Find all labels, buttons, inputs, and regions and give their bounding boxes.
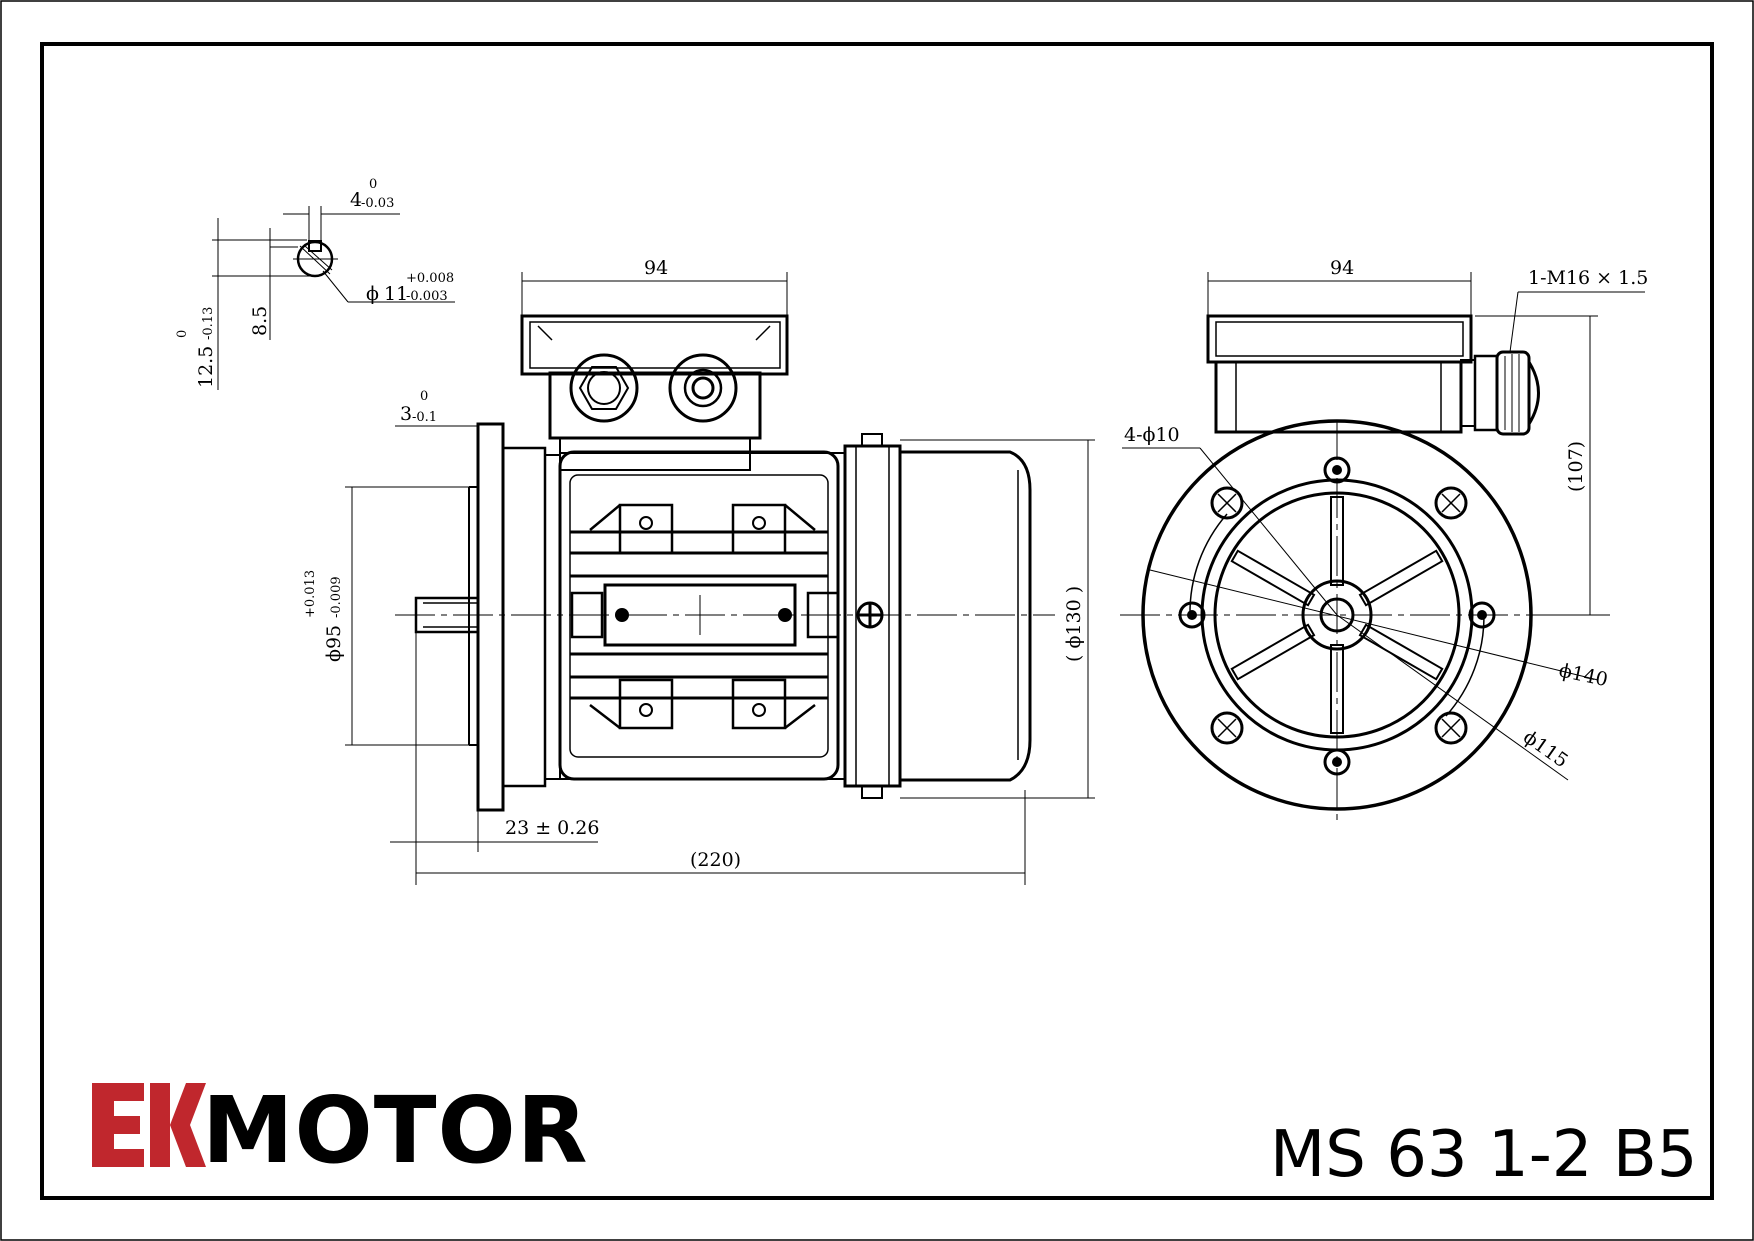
flange-thickness-value: 3: [400, 403, 412, 425]
key-width-tol-upper: 0: [369, 177, 377, 192]
end-terminal-box: [1206, 314, 1540, 436]
shaft-dia-tol-lower: -0.003: [406, 289, 448, 304]
side-box-width-label: 94: [644, 257, 668, 279]
cable-gland-label: 1-M16 × 1.5: [1528, 267, 1648, 289]
key-height-value: 12.5: [195, 346, 217, 388]
shaft-length-label: 23 ± 0.26: [505, 817, 599, 839]
key-width-value: 4: [350, 189, 362, 211]
flange-holes: [1210, 486, 1468, 745]
frame-diameter-label: ( ϕ130 ): [1063, 586, 1085, 662]
key-depth-value: 8.5: [249, 306, 271, 336]
flange-diameter-label: ϕ140: [1557, 659, 1610, 691]
spigot-tol-upper: +0.013: [303, 570, 318, 618]
spigot-tol-lower: -0.009: [329, 576, 344, 618]
spigot-diameter-value: ϕ95: [323, 625, 345, 662]
height-to-box-label: (107): [1565, 441, 1587, 492]
mounting-flange: [468, 422, 561, 812]
end-view-dimensions: 94 1-M16 × 1.5 (107) 4-ϕ10 ϕ140 ϕ115: [1122, 257, 1648, 781]
pitch-diameter-label: ϕ115: [1519, 726, 1572, 772]
ek-logo-mark: [92, 1083, 206, 1167]
key-width-tol-lower: -0.03: [361, 196, 394, 211]
end-box-width-label: 94: [1330, 257, 1354, 279]
drawing-frame: [40, 42, 1714, 1200]
fan-cover: [843, 433, 1032, 799]
side-view: 94 3 0 -0.1 ϕ95 +0.013 -0.009 ( ϕ130 ) 2…: [303, 257, 1095, 885]
motor-body: [558, 450, 845, 781]
key-height-tol-lower: -0.13: [201, 307, 216, 340]
flange-tol-upper: 0: [420, 389, 428, 404]
model-number: MS 63 1-2 B5: [1270, 1118, 1697, 1192]
shaft-dia-prefix: ϕ: [366, 283, 379, 305]
key-detail: 4 0 -0.03 ϕ 11 +0.008 -0.003 8.5 12.5 0 …: [175, 177, 455, 390]
holes-label: 4-ϕ10: [1124, 424, 1180, 446]
side-view-dimensions: 94 3 0 -0.1 ϕ95 +0.013 -0.009 ( ϕ130 ) 2…: [303, 257, 1095, 885]
brand-logo: MOTOR: [92, 1077, 589, 1184]
shaft: [414, 596, 480, 634]
fan-spokes: [1230, 496, 1444, 734]
cover-screws: [1178, 456, 1496, 776]
shaft-dia-tol-upper: +0.008: [406, 271, 454, 286]
terminal-box: [520, 314, 789, 471]
brand-name: MOTOR: [202, 1077, 589, 1184]
shaft-dia-value: 11: [384, 283, 408, 305]
flange-tol-lower: -0.1: [412, 410, 437, 425]
overall-length-label: (220): [690, 849, 741, 871]
key-height-tol-upper: 0: [175, 330, 190, 338]
end-view: 94 1-M16 × 1.5 (107) 4-ϕ10 ϕ140 ϕ115: [1120, 257, 1648, 820]
